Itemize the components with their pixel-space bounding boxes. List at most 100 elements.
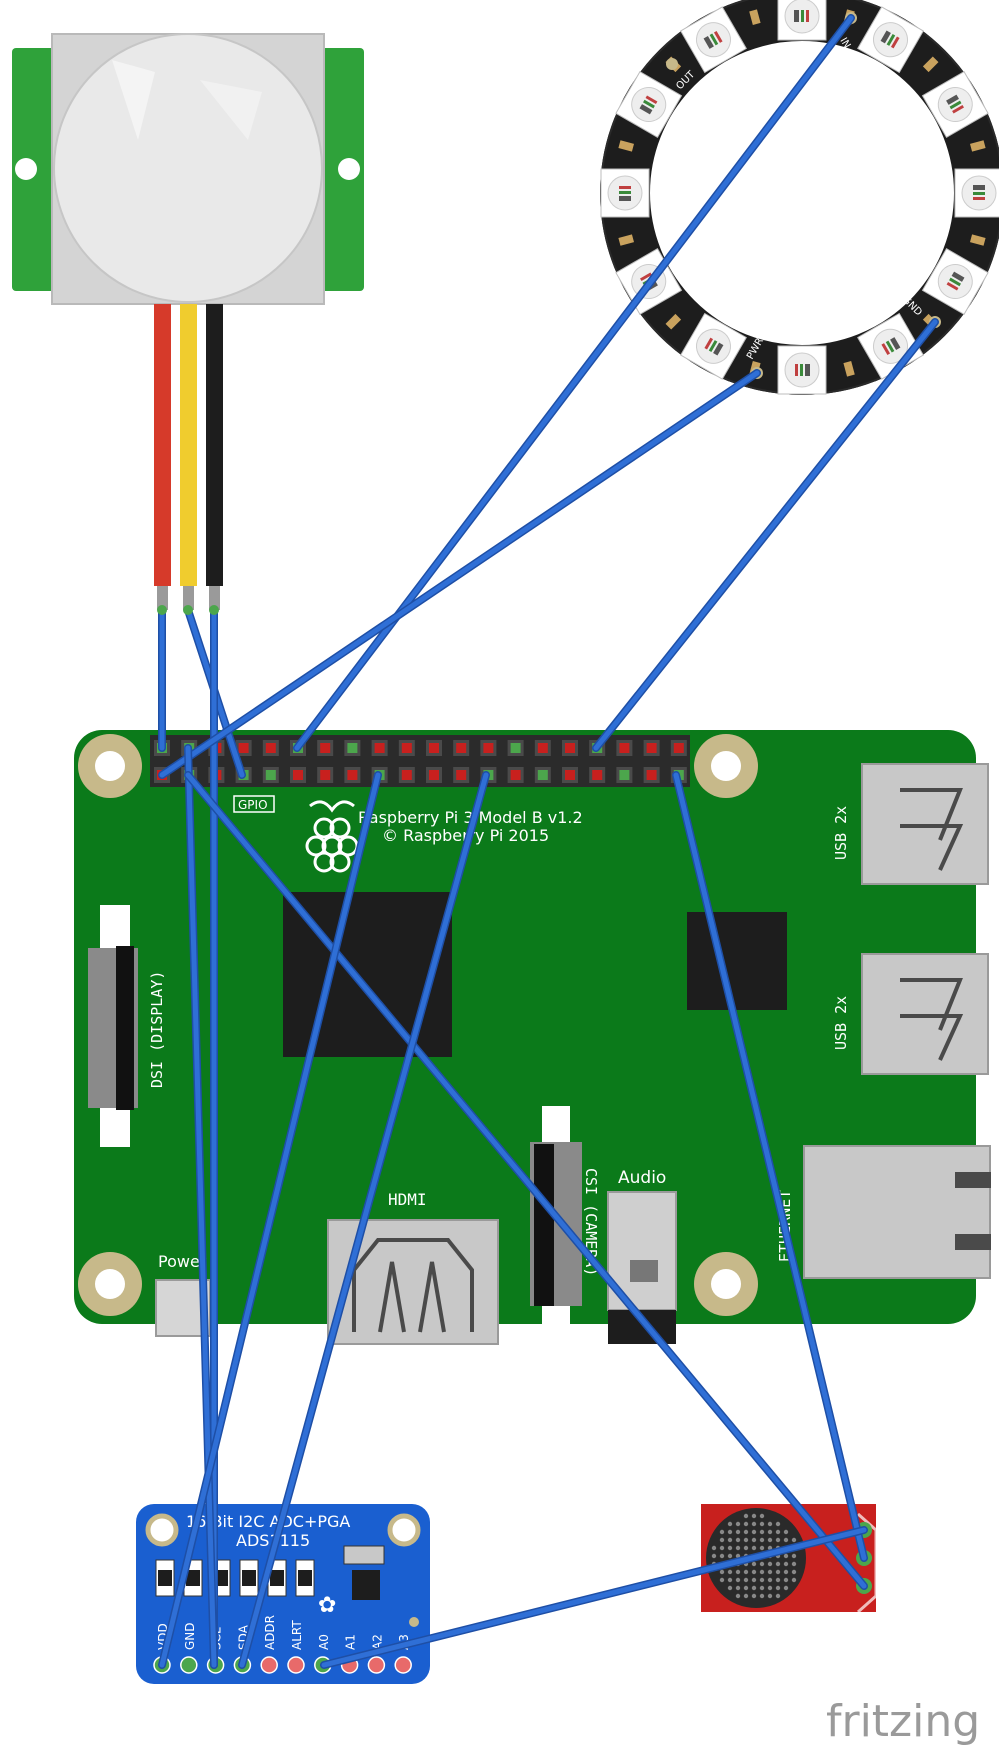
power-label: Power	[158, 1252, 207, 1271]
gpio-pin	[646, 770, 657, 780]
ring-led	[777, 345, 827, 395]
adc-pin	[260, 1656, 278, 1674]
adc-pin-label: A1	[344, 1634, 358, 1650]
gpio-pin	[483, 743, 494, 753]
pir-lead-yellow	[180, 304, 197, 586]
wire	[294, 15, 854, 751]
wire	[159, 370, 760, 778]
pi-lan-chip	[687, 912, 787, 1010]
ring-led	[921, 248, 989, 315]
adc-pin-label: A0	[317, 1634, 331, 1650]
gpio-pin	[401, 743, 412, 753]
wire	[185, 745, 217, 1668]
pir-dome-highlight	[112, 60, 155, 140]
gpio-pin	[320, 770, 331, 780]
wire-end	[209, 605, 219, 615]
wire	[159, 772, 381, 1668]
gpio-pin	[537, 743, 548, 753]
ring-led	[954, 168, 999, 218]
gpio-pin	[265, 770, 276, 780]
ring-in-label: IN	[837, 36, 852, 51]
adc-pin-label: A2	[370, 1634, 384, 1650]
gpio-pin	[646, 743, 657, 753]
gpio-pin	[374, 743, 385, 753]
wire-end	[183, 605, 193, 615]
ring-led	[615, 71, 683, 138]
wire-end	[157, 605, 167, 615]
pir-lead-black	[206, 304, 223, 586]
gpio-pin	[293, 770, 303, 780]
pir-lead-tip	[209, 586, 220, 610]
gpio-pin	[673, 743, 684, 753]
gpio-pin	[456, 743, 467, 753]
adc-pin-label: ADDR	[263, 1615, 277, 1650]
audio-jack	[607, 1191, 677, 1311]
pir-mount-hole-right	[338, 158, 360, 180]
wire	[593, 319, 938, 751]
pir-mount-hole-left	[15, 158, 37, 180]
wire	[239, 772, 489, 1668]
gpio-pin	[510, 743, 521, 753]
gpio-pin	[456, 770, 467, 780]
ring-led	[600, 168, 650, 218]
gpio-pin	[537, 770, 548, 780]
microphone-module	[701, 1504, 878, 1614]
adc-capacitor	[343, 1545, 385, 1565]
gpio-pin	[429, 743, 439, 753]
dsi-label: DSI (DISPLAY)	[148, 971, 166, 1088]
adc-ic	[352, 1570, 380, 1600]
wires	[157, 14, 939, 1669]
raspberry-logo-icon	[305, 800, 359, 873]
gpio-pin	[401, 770, 412, 780]
ring-led	[680, 6, 747, 74]
gpio-pin	[238, 743, 249, 753]
pir-lead-tip	[157, 586, 168, 610]
ethernet-port	[803, 1145, 991, 1279]
pir-lead-red	[154, 304, 171, 586]
gpio-pin	[510, 770, 521, 780]
fritzing-logo: fritzing	[826, 1696, 980, 1747]
adc-pin	[287, 1656, 305, 1674]
ring-led	[680, 312, 747, 380]
pir-lead-tip	[183, 586, 194, 610]
adc-mount-hole	[387, 1513, 421, 1547]
gpio-label-box	[233, 795, 275, 813]
adc-pin-label: GND	[183, 1622, 197, 1650]
gpio-pin	[592, 770, 603, 780]
neopixel-ring: OUT IN PWR GND	[600, 0, 999, 395]
adc-title: 16-Bit I2C ADC+PGA	[186, 1512, 350, 1531]
adc-pin	[394, 1656, 412, 1674]
gpio-pin	[619, 743, 630, 753]
pi-pcb	[74, 730, 976, 1324]
adafruit-star-icon: ✿	[318, 1593, 336, 1618]
gpio-pin	[347, 743, 358, 753]
gpio-pin	[320, 743, 331, 753]
ring-led	[921, 71, 989, 138]
gpio-pin	[265, 743, 276, 753]
gpio-pin	[619, 770, 630, 780]
gpio-pin	[429, 770, 439, 780]
ring-led	[857, 6, 924, 74]
gpio-pin	[347, 770, 358, 780]
adc-pin	[180, 1656, 198, 1674]
audio-label: Audio	[618, 1168, 666, 1188]
wire	[185, 772, 867, 1589]
hdmi-label: HDMI	[388, 1190, 427, 1209]
ring-leds	[600, 0, 999, 395]
ring-led	[777, 0, 827, 41]
ring-pad	[666, 58, 678, 70]
wire	[673, 772, 867, 1561]
adc-pin	[367, 1656, 386, 1674]
adc-pin-label: ALRT	[290, 1620, 304, 1650]
adc-mount-hole	[145, 1513, 179, 1547]
pir-dome-highlight	[200, 80, 262, 140]
usb-top-label: USB 2x	[832, 806, 850, 860]
gpio-pin	[565, 770, 575, 780]
usb-bottom-label: USB 2x	[832, 996, 850, 1050]
pir-dome	[53, 33, 323, 303]
usb-port-top	[861, 763, 989, 885]
pir-sensor	[12, 33, 364, 610]
gpio-label: GPIO	[238, 798, 268, 812]
wire	[321, 1527, 867, 1668]
